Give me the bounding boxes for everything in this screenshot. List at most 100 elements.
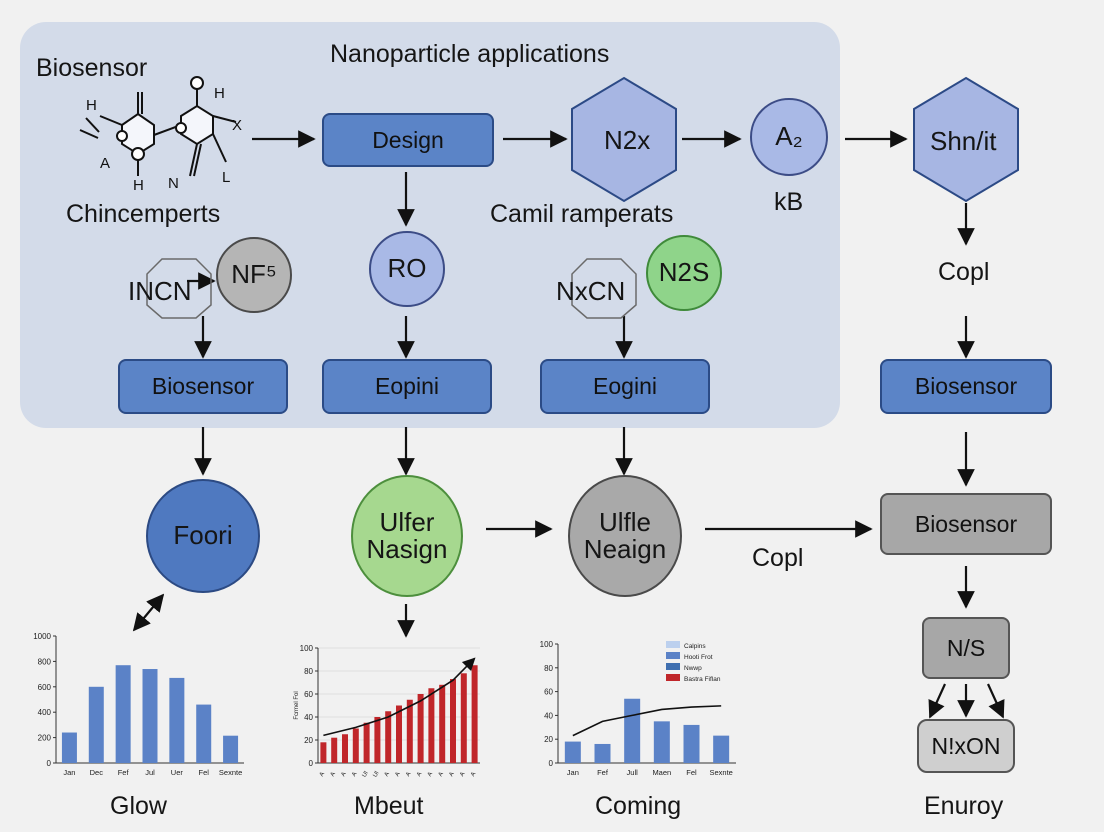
x-tick-label: A	[341, 771, 348, 777]
bar	[594, 743, 611, 763]
bar	[331, 737, 338, 763]
y-tick-label: 200	[38, 734, 52, 743]
label-kb: kB	[774, 188, 804, 216]
y-axis-label: Fcrmel Fol	[294, 691, 300, 719]
caption-coming: Coming	[595, 792, 682, 820]
node-nf5[interactable]: NF⁵	[216, 237, 292, 313]
x-tick-label: A	[470, 771, 477, 777]
label-chincemperts: Chincemperts	[66, 200, 221, 228]
x-tick-label: Jan	[63, 768, 75, 777]
y-tick-label: 60	[304, 690, 313, 699]
y-tick-label: 20	[544, 735, 553, 744]
y-tick-label: 800	[38, 657, 52, 666]
legend-label: Bastra Fiflan	[684, 676, 721, 683]
bar	[624, 698, 641, 763]
bar	[713, 735, 730, 763]
y-tick-label: 0	[47, 759, 52, 768]
node-n2s[interactable]: N2S	[646, 235, 722, 311]
node-design[interactable]: Design	[322, 113, 494, 167]
x-tick-label: A	[405, 771, 412, 777]
node-biosensor-left[interactable]: Biosensor	[118, 359, 288, 414]
trend-line	[572, 705, 722, 737]
node-ulfle-line2: Neaign	[583, 534, 667, 564]
bar	[142, 669, 158, 763]
svg-text:A: A	[100, 155, 110, 172]
arrow-ns-right	[986, 683, 1005, 719]
x-tick-label: Fel	[199, 768, 210, 777]
svg-text:H: H	[86, 97, 97, 114]
arrow-foori-chart	[132, 593, 165, 632]
bar	[439, 684, 446, 763]
legend-swatch	[666, 641, 680, 648]
node-ns[interactable]: N/S	[922, 617, 1010, 679]
bar	[460, 673, 467, 763]
y-tick-label: 1000	[33, 632, 51, 641]
x-tick-label: A	[384, 771, 391, 777]
node-ulfer[interactable]: Ulfer Nasign	[351, 475, 463, 597]
node-n2x-label[interactable]: N2x	[604, 125, 651, 155]
bar	[396, 705, 402, 763]
node-biosensor-right[interactable]: Biosensor	[880, 359, 1052, 414]
node-ulfle[interactable]: Ulfle Neaign	[568, 475, 682, 597]
x-tick-label: A	[438, 771, 445, 777]
svg-text:N: N	[168, 175, 179, 192]
legend-swatch	[666, 674, 680, 681]
x-tick-label: Ul	[373, 771, 381, 779]
svg-text:X: X	[232, 117, 242, 134]
hexagon-n2x	[571, 76, 677, 203]
molecule-illustration	[79, 76, 237, 177]
bar	[653, 721, 670, 763]
bar	[61, 732, 77, 763]
x-tick-label: A	[459, 771, 466, 777]
node-incn[interactable]: INCN	[128, 276, 192, 306]
caption-enuroy: Enuroy	[924, 792, 1004, 820]
label-biosensor-top: Biosensor	[36, 54, 148, 82]
x-tick-label: Jull	[627, 768, 639, 777]
node-ulfer-line2: Nasign	[366, 534, 448, 564]
caption-mbeut: Mbeut	[354, 792, 424, 820]
bar	[406, 699, 413, 763]
y-tick-label: 60	[544, 688, 553, 697]
node-ro[interactable]: RO	[369, 231, 445, 307]
node-shn-label[interactable]: Shn/it	[930, 126, 997, 156]
node-nxon[interactable]: N!xON	[917, 719, 1015, 773]
bar	[683, 724, 700, 763]
node-eogini[interactable]: Eogini	[540, 359, 710, 414]
x-tick-label: Fef	[597, 768, 609, 777]
x-tick-label: A	[449, 771, 456, 777]
bar	[88, 686, 104, 763]
bar	[223, 735, 239, 763]
node-a2[interactable]: A₂	[750, 98, 828, 176]
y-tick-label: 20	[304, 736, 313, 745]
svg-text:H: H	[214, 85, 225, 102]
bar	[450, 679, 456, 763]
x-tick-label: A	[351, 771, 358, 777]
node-eopini[interactable]: Eopini	[322, 359, 492, 414]
node-ulfle-line1: Ulfle	[598, 506, 651, 537]
bar	[471, 665, 478, 763]
y-tick-label: 100	[300, 644, 314, 653]
x-tick-label: A	[319, 771, 326, 777]
x-tick-label: A	[427, 771, 434, 777]
octagon-nxcn	[571, 258, 637, 319]
node-foori[interactable]: Foori	[146, 479, 260, 593]
x-tick-label: Sexnte	[709, 768, 732, 777]
bar	[374, 717, 381, 763]
label-copl-right: Copl	[938, 258, 990, 286]
node-nxcn[interactable]: NxCN	[556, 276, 626, 306]
legend-swatch	[666, 663, 680, 670]
label-copl-mid: Copl	[752, 544, 804, 572]
y-tick-label: 80	[304, 667, 313, 676]
x-tick-label: Jan	[567, 768, 579, 777]
node-biosensor-gray[interactable]: Biosensor	[880, 493, 1052, 555]
y-tick-label: 40	[304, 713, 313, 722]
y-tick-label: 0	[549, 759, 554, 768]
legend-label: Hooti Frot	[684, 654, 713, 661]
